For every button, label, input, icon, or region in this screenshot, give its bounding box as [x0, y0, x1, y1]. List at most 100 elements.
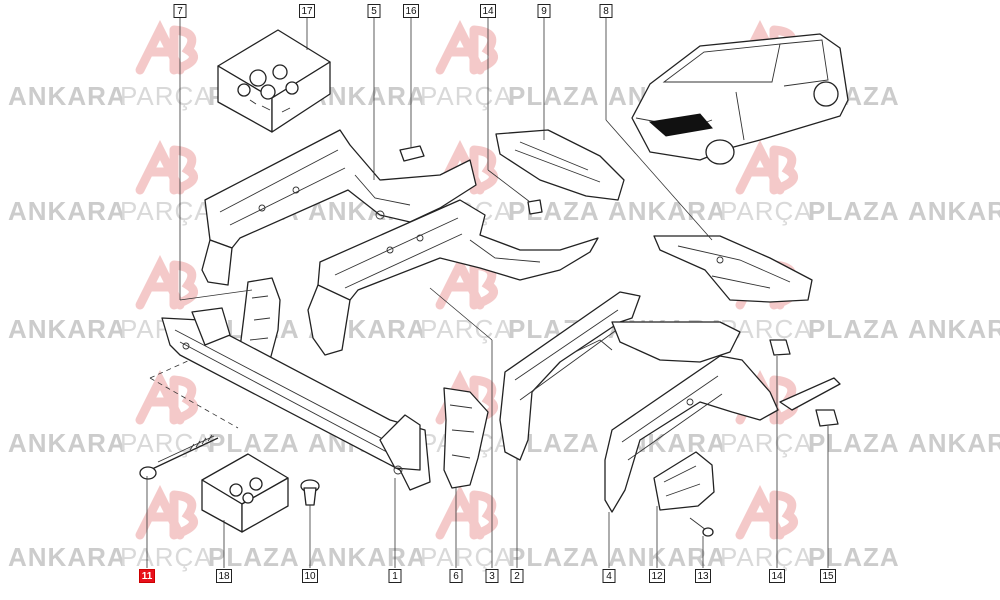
watermark-word-plaza: PLAZA [208, 542, 300, 572]
callout-number: 17 [301, 6, 313, 17]
callout-number: 7 [177, 6, 183, 17]
callout-number: 10 [304, 571, 316, 582]
callout-13[interactable]: 13 [695, 569, 711, 583]
watermark-word-parca: PARÇA [120, 542, 213, 572]
callout-box [449, 569, 463, 583]
part-upper-side-member [201, 129, 477, 286]
callout-box [649, 569, 665, 583]
part-front-side-member [499, 291, 741, 461]
part-bolt-10 [300, 479, 320, 506]
callout-6[interactable]: 6 [449, 569, 463, 583]
part-screw-13 [689, 517, 714, 537]
callout-box [302, 569, 318, 583]
watermark-logo-icon [135, 484, 198, 540]
callout-2[interactable]: 2 [510, 569, 524, 583]
watermark-word-ankara: ANKARA [308, 542, 427, 572]
callout-11[interactable]: 11 [139, 569, 155, 583]
watermark-word-parca: PARÇA [420, 314, 513, 344]
callout-number: 1 [392, 571, 398, 582]
callout-number: 14 [771, 571, 783, 582]
part-clip-14-right [769, 339, 791, 356]
callout-number: 12 [651, 571, 663, 582]
watermark-logo-icon [135, 139, 198, 195]
callout-number: 14 [482, 6, 494, 17]
callout-14b[interactable]: 14 [769, 569, 785, 583]
callout-5[interactable]: 5 [367, 4, 381, 18]
part-inner-side-member [604, 355, 779, 513]
watermark-word-plaza: PLAZA [508, 196, 600, 226]
watermark-logo-icon [435, 19, 498, 75]
watermark-word-ankara: ANKARA [908, 196, 1000, 226]
callout-15[interactable]: 15 [820, 569, 836, 583]
callout-1[interactable]: 1 [388, 569, 402, 583]
watermark-word-plaza: PLAZA [508, 81, 600, 111]
part-panel-8 [653, 235, 813, 303]
watermark-word-ankara: ANKARA [8, 196, 127, 226]
callout-number: 6 [453, 571, 459, 582]
callout-9[interactable]: 9 [537, 4, 551, 18]
watermark-row: ANKARA PARÇA PLAZA [8, 542, 300, 572]
watermark-word-plaza: PLAZA [808, 428, 900, 458]
callout-box [695, 569, 711, 583]
watermark-logo-icon [435, 484, 498, 540]
callout-number: 8 [603, 6, 609, 17]
callout-16[interactable]: 16 [403, 4, 419, 18]
callout-18[interactable]: 18 [216, 569, 232, 583]
part-hardware-box-top [217, 29, 331, 133]
part-hardware-box-bottom [201, 453, 289, 533]
watermark-word-ankara: ANKARA [908, 314, 1000, 344]
callout-box [820, 569, 836, 583]
callout-number: 3 [489, 571, 495, 582]
callout-box [367, 4, 381, 18]
part-clip-15 [815, 409, 839, 427]
callout-4[interactable]: 4 [602, 569, 616, 583]
callout-box [403, 4, 419, 18]
callout-14a[interactable]: 14 [480, 4, 496, 18]
watermark-word-ankara: ANKARA [608, 542, 727, 572]
callout-box [388, 569, 402, 583]
part-bracket-6 [443, 387, 489, 489]
watermark-word-parca: PARÇA [120, 428, 213, 458]
part-clip-14-small [527, 199, 543, 215]
part-tow-eye [139, 434, 219, 480]
watermark-logo-icon [135, 19, 198, 75]
part-strip-14 [779, 377, 841, 411]
callout-box [173, 4, 187, 18]
watermark-row: ANKARA PARÇA PLAZA [608, 542, 900, 572]
callout-17[interactable]: 17 [299, 4, 315, 18]
callout-number: 16 [405, 6, 417, 17]
callout-8[interactable]: 8 [599, 4, 613, 18]
watermark-word-ankara: ANKARA [8, 428, 127, 458]
watermark-word-parca: PARÇA [720, 196, 813, 226]
watermark-row: ANKARA PARÇA PLAZA [8, 428, 299, 458]
callout-box [602, 569, 616, 583]
watermark-logo-icon [435, 254, 498, 310]
watermark-word-ankara: ANKARA [608, 196, 727, 226]
watermark-word-plaza: PLAZA [808, 542, 900, 572]
watermark-row: ANKARA PARÇA PLAZA [908, 196, 1000, 226]
watermark-logo-icon [735, 139, 798, 195]
watermark-word-ankara: ANKARA [8, 542, 127, 572]
callout-box [485, 569, 499, 583]
callout-box [299, 4, 315, 18]
callout-12[interactable]: 12 [649, 569, 665, 583]
watermark-word-plaza: PLAZA [808, 196, 900, 226]
part-clip-16 [399, 145, 425, 162]
callout-number: 15 [822, 571, 834, 582]
callout-3[interactable]: 3 [485, 569, 499, 583]
callout-number: 9 [541, 6, 547, 17]
callout-box [139, 569, 155, 583]
watermark-word-ankara: ANKARA [8, 81, 127, 111]
watermark-word-ankara: ANKARA [908, 428, 1000, 458]
watermark-word-plaza: PLAZA [508, 542, 600, 572]
callout-number: 4 [606, 571, 612, 582]
callout-number: 5 [371, 6, 377, 17]
part-bumper-crossmember [161, 307, 431, 491]
callout-10[interactable]: 10 [302, 569, 318, 583]
callout-number: 2 [514, 571, 520, 582]
watermark-row: ANKARA PARÇA PLAZA [908, 428, 1000, 458]
part-panel-14 [495, 129, 625, 201]
callout-box [216, 569, 232, 583]
callout-7[interactable]: 7 [173, 4, 187, 18]
